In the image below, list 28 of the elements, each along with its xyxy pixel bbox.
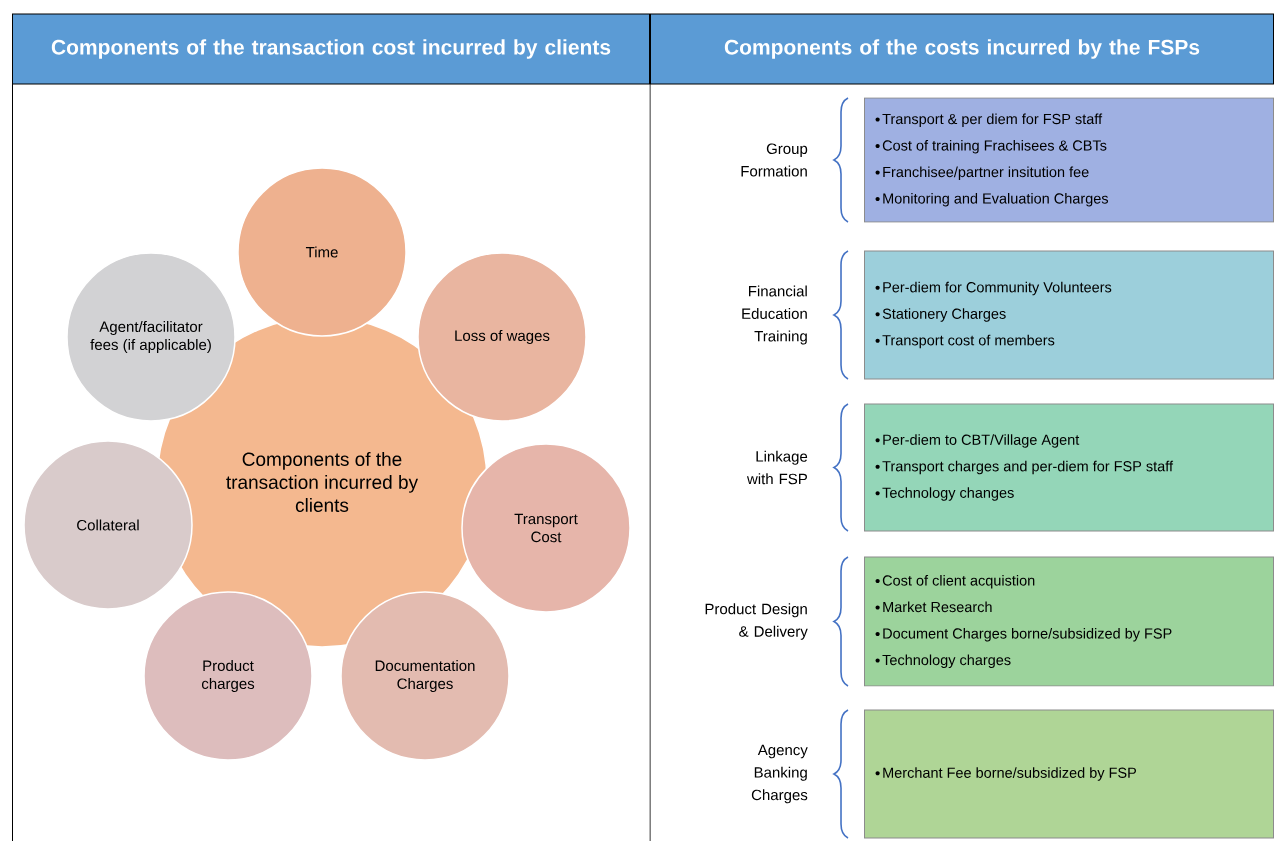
list-item: Technology charges xyxy=(875,654,1011,668)
list-item: Per-diem for Community Volunteers xyxy=(875,281,1112,296)
node-label: Components of the costs incurred by the FSPs xyxy=(724,39,1200,59)
list-item: Monitoring and Evaluation Charges xyxy=(875,193,1109,207)
list-item: Merchant Fee borne/subsidized by FSP xyxy=(875,767,1136,781)
list-item: Franchisee/partner insitution fee xyxy=(875,166,1089,180)
group-label: Agency Banking Charges xyxy=(751,744,808,804)
list-item: Per-diem to CBT/Village Agent xyxy=(875,434,1080,448)
list-box xyxy=(864,97,1274,223)
group-label: Product Design & Delivery xyxy=(705,603,808,640)
list-box xyxy=(864,403,1274,532)
list-item: Cost of client acquistion xyxy=(875,575,1035,589)
list-item: Market Research xyxy=(875,601,992,613)
list-box xyxy=(864,556,1274,687)
list-item: Document Charges borne/subsidized by FSP xyxy=(875,628,1172,642)
list-box xyxy=(864,709,1274,839)
list-item: Transport & per diem for FSP staff xyxy=(875,113,1103,127)
list-item: Transport charges and per-diem for FSP staff xyxy=(875,460,1174,475)
list-item: Technology changes xyxy=(875,487,1014,501)
header-cell: Components of the transaction cost incurred by clients xyxy=(12,13,650,85)
list-box xyxy=(864,250,1274,380)
list-item: Transport cost of members xyxy=(875,334,1055,349)
list-item: Stationery Charges xyxy=(875,308,1006,322)
list-item: Cost of training Frachisees & CBTs xyxy=(875,140,1107,154)
group-label: Group Formation xyxy=(741,143,808,177)
group-label: Financial Education Training xyxy=(742,285,807,345)
group-label: Linkage with FSP xyxy=(746,450,808,485)
header-cell: Components of the costs incurred by the FSPs xyxy=(650,13,1274,85)
